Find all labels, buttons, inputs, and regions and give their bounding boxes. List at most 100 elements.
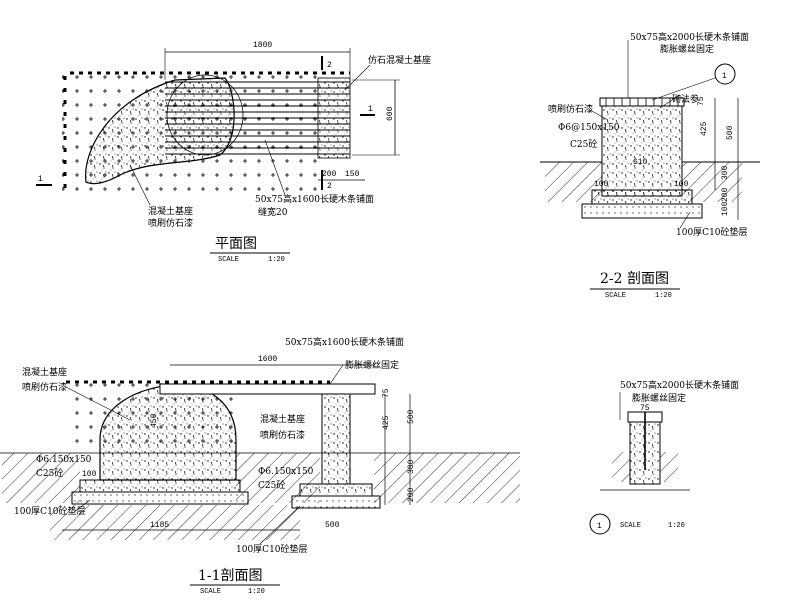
plan-leader-wood xyxy=(264,139,286,196)
d1-dim-75: 75 xyxy=(640,404,650,413)
s11-column xyxy=(321,393,351,485)
plan-section-1-right-label: 1 xyxy=(368,105,373,114)
s22-detail-callout xyxy=(714,63,736,85)
s11-dim-300: 300 xyxy=(407,459,416,474)
d1-label-wood: 50x75高x2000长硬木条铺面 xyxy=(620,379,739,391)
s11-dim-500: 500 xyxy=(325,521,340,530)
d1-label-bolt: 膨胀螺丝固定 xyxy=(632,392,686,404)
plan-label-stone-base: 仿石混凝土基座 xyxy=(368,54,431,66)
plan-section-2-bottom-label: 2 xyxy=(327,182,332,191)
s11-ground-hatch-right xyxy=(374,453,520,503)
detail-1: 50x75高x2000长硬木条铺面 膨胀螺丝固定 75 1 SCALE 1:20 xyxy=(589,379,739,535)
s11-dim-1185: 1185 xyxy=(150,521,169,530)
s11-label-c25-right: C25砼 xyxy=(258,479,285,491)
s22-dim-300: 300 xyxy=(721,165,730,180)
s22-label-wall: 砌法参 xyxy=(672,93,699,105)
s22-leader-callout xyxy=(651,77,716,101)
plan-title: 平面图 xyxy=(215,236,257,252)
s22-leader-c10 xyxy=(679,211,691,229)
s11-label-wood: 50x75高x1600长硬木条铺面 xyxy=(285,336,404,348)
s11-label-bolt: 膨胀螺丝固定 xyxy=(345,359,399,371)
plan-label-paint: 喷刷仿石漆 xyxy=(148,217,193,229)
s11-label-c25-left: C25砼 xyxy=(36,467,63,479)
s11-dim-425: 425 xyxy=(382,415,391,430)
s22-wood-ribs xyxy=(605,98,679,106)
s22-label-paint: 喷刷仿石漆 xyxy=(548,103,593,115)
s22-footing xyxy=(591,189,693,205)
s11-label-base: 混凝土基座 xyxy=(22,366,67,378)
s11-footing-left xyxy=(79,479,241,493)
s22-dim-200: 200 xyxy=(721,187,730,202)
s11-dim-450: 450 xyxy=(150,413,159,428)
s11-label-paint2: 喷刷仿石漆 xyxy=(260,429,305,441)
s22-leader-wall xyxy=(659,94,681,109)
s11-pad-left xyxy=(71,491,249,505)
d1-ground-left xyxy=(612,452,630,482)
s11-dim-1600: 1600 xyxy=(258,355,277,364)
s22-scale-value: 1:20 xyxy=(655,292,672,300)
s11-scale-value: 1:20 xyxy=(248,588,265,596)
s22-label-bolt: 膨胀螺丝固定 xyxy=(660,43,714,55)
plan-leader-top xyxy=(344,64,371,91)
plan-label-gap: 缝宽20 xyxy=(258,206,288,218)
s22-label-wood: 50x75高x2000长硬木条铺面 xyxy=(630,31,749,43)
s11-label-spec-right: Φ6.150x150 xyxy=(258,467,314,477)
s11-label-spec-left: Φ6.150x150 xyxy=(36,455,92,465)
s11-label-base2: 混凝土基座 xyxy=(260,413,305,425)
s11-dim-75: 75 xyxy=(382,388,391,398)
plan-scale-label: SCALE xyxy=(218,256,239,264)
s22-scale-label: SCALE xyxy=(605,292,626,300)
s11-label-c10-left: 100厚C10砼垫层 xyxy=(14,505,86,517)
plan-stone-base xyxy=(85,77,235,185)
plan-leader-base xyxy=(129,164,151,206)
s11-label-c10-right: 100厚C10砼垫层 xyxy=(236,543,308,555)
s11-leader-base xyxy=(63,385,131,421)
s11-leader-bolt xyxy=(329,364,344,385)
plan-label-wood: 50x75高x1600长硬木条铺面 xyxy=(255,193,374,205)
s22-dim-100b: 100 xyxy=(674,180,689,189)
plan-section-2-top-label: 2 xyxy=(327,61,332,70)
plan-dim-200: 200 xyxy=(322,170,337,179)
d1-number-circle xyxy=(589,513,611,535)
s22-detail-number: 1 xyxy=(722,72,727,81)
plan-scale-value: 1:20 xyxy=(268,256,285,264)
s22-dim-100: 100 xyxy=(721,201,730,216)
s22-leader-paint xyxy=(589,109,609,121)
s22-label-c25: C25砼 xyxy=(570,138,597,150)
s22-title: 2-2 剖面图 xyxy=(600,271,669,287)
s22-dim-75: 75 xyxy=(697,96,706,106)
s11-label-paint: 喷刷仿石漆 xyxy=(22,381,67,393)
s11-ground-hatch-left xyxy=(2,453,80,503)
s11-column-foot xyxy=(299,483,373,497)
s22-label-spec: Φ6@150x150 xyxy=(558,123,620,133)
s22-pedestal xyxy=(601,103,683,197)
plan-dim-150: 150 xyxy=(345,170,360,179)
s11-leader-c10-left xyxy=(73,499,91,513)
s11-ground-hatch-bottom xyxy=(50,505,300,540)
plan-dim-600: 600 xyxy=(386,106,395,121)
s11-dim-500v: 500 xyxy=(407,409,416,424)
s22-dim-100a: 100 xyxy=(594,180,609,189)
s11-wood-top xyxy=(159,383,376,395)
plan-label-base: 混凝土基座 xyxy=(148,205,193,217)
d1-scale-value: 1:20 xyxy=(668,522,685,530)
s11-scale-label: SCALE xyxy=(200,588,221,596)
s11-title: 1-1剖面图 xyxy=(198,568,263,584)
s22-wood-cap xyxy=(599,97,685,107)
s11-leader-c10-right xyxy=(259,505,301,545)
s11-dim-200: 200 xyxy=(407,487,416,502)
plan-section-1-left-label: 1 xyxy=(38,175,43,184)
plan-dim-1800: 1800 xyxy=(253,41,272,50)
section-2-2: 50x75高x2000长硬木条铺面 膨胀螺丝固定 砌法参 1 喷刷仿石漆 Φ6@… xyxy=(540,31,760,300)
plan-base-outline xyxy=(166,74,244,156)
plan-view: 1800 600 200 150 2 2 1 1 仿石混凝土基座 50x75高x… xyxy=(36,41,431,264)
s22-label-c10: 100厚C10砼垫层 xyxy=(676,226,748,238)
s11-column-pad xyxy=(291,495,381,509)
s22-dim-500: 500 xyxy=(726,125,735,140)
section-1-1: 1600 1185 500 450 100 75 425 500 300 200… xyxy=(0,336,520,596)
s22-c10-pad xyxy=(581,203,703,219)
s11-dim-100: 100 xyxy=(82,470,97,479)
s22-dim-610: 610 xyxy=(633,158,648,167)
d1-number: 1 xyxy=(597,522,602,531)
